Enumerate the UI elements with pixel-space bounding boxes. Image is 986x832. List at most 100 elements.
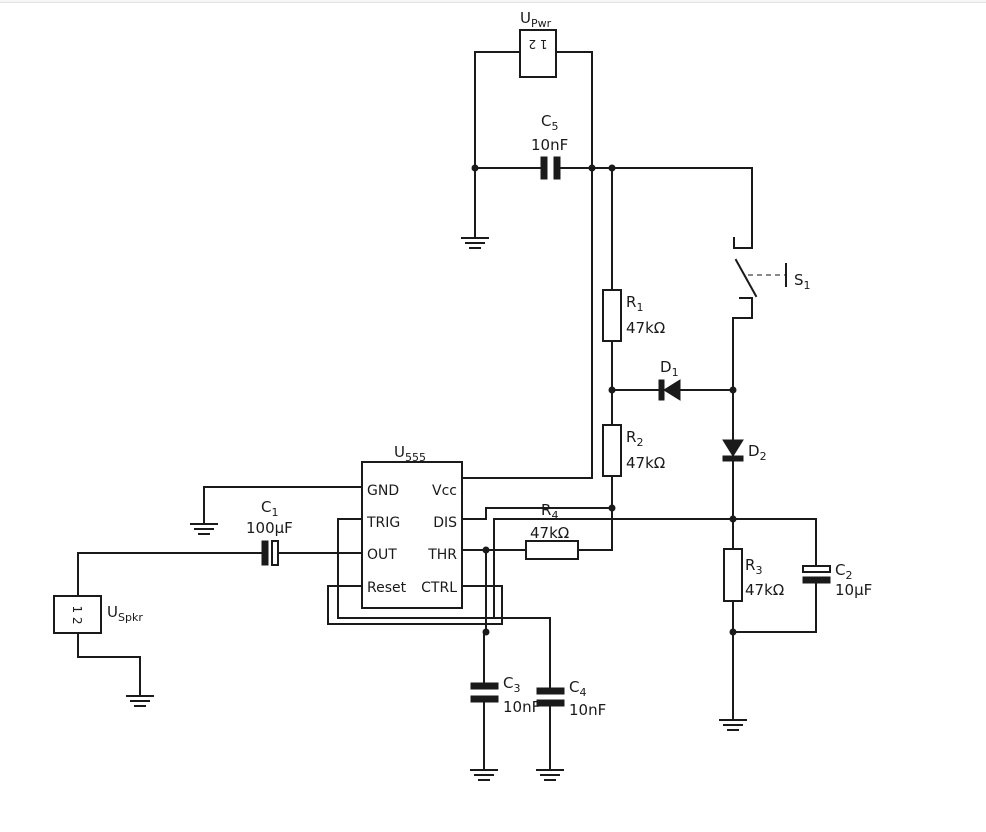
- c4-ref: C4: [569, 678, 586, 699]
- ground-icon: [719, 719, 747, 731]
- switch-terminal: [733, 237, 753, 249]
- c1-value: 100µF: [246, 519, 293, 537]
- diode-bar: [722, 455, 744, 462]
- wire-switch-to-d2: [732, 297, 753, 441]
- power-connector-body[interactable]: [519, 29, 557, 78]
- speaker-connector-ref: USpkr: [107, 603, 143, 624]
- diode-d2[interactable]: D2: [722, 439, 767, 463]
- r2-value: 47kΩ: [626, 454, 665, 472]
- junction-dot: [608, 504, 616, 512]
- wire-c5-right-rail: [559, 167, 753, 249]
- capacitor-c1[interactable]: C1 100µF: [246, 498, 293, 566]
- ic-555[interactable]: U555 GND Vcc TRIG DIS OUT THR Reset CTRL: [361, 443, 463, 609]
- ground-icon: [470, 769, 498, 781]
- resistor-r1[interactable]: R1 47kΩ: [602, 289, 665, 342]
- pin-reset-label: Reset: [367, 580, 407, 596]
- junction-dot: [482, 628, 490, 636]
- pin-thr-label: THR: [427, 547, 457, 563]
- capacitor-c4[interactable]: C4 10nF: [536, 678, 606, 719]
- resistor-body[interactable]: [723, 548, 743, 602]
- pin-dis-label: DIS: [433, 515, 457, 531]
- junction-dot: [729, 386, 737, 394]
- resistor-r4[interactable]: R4 47kΩ: [525, 501, 579, 560]
- ground-symbols: [126, 237, 747, 781]
- junction-dot: [729, 628, 737, 636]
- pin-gnd-label: GND: [367, 483, 399, 499]
- wire-c1-to-speaker: [77, 552, 263, 597]
- capacitor-c3[interactable]: C3 10nF: [470, 674, 540, 716]
- d2-ref: D2: [748, 442, 767, 463]
- speaker-connector-body[interactable]: [53, 595, 102, 634]
- junction-dot: [729, 515, 737, 523]
- capacitor-plate-hollow: [802, 565, 831, 573]
- r4-ref: R4: [541, 501, 558, 522]
- wire-speaker-ground: [77, 632, 141, 697]
- c2-ref: C2: [835, 561, 852, 582]
- c2-value: 10µF: [835, 581, 872, 599]
- c1-ref: C1: [261, 498, 278, 519]
- capacitor-plate: [540, 156, 548, 180]
- pin-ctrl-label: CTRL: [421, 580, 457, 596]
- resistor-body[interactable]: [602, 289, 622, 342]
- resistor-r2[interactable]: R2 47kΩ: [602, 424, 665, 477]
- diode-bar: [658, 379, 665, 401]
- ground-icon: [461, 237, 489, 249]
- wire-pwr-pin1-to-vcc: [461, 51, 593, 479]
- wire-reset-ctrl-loop: [327, 585, 503, 625]
- junction-dot: [482, 546, 490, 554]
- pin-out-label: OUT: [367, 547, 397, 563]
- pin-trig-label: TRIG: [366, 515, 400, 531]
- r2-ref: R2: [626, 428, 643, 449]
- ground-icon: [126, 695, 154, 707]
- junction-dot: [608, 164, 616, 172]
- r3-value: 47kΩ: [745, 581, 784, 599]
- pin-vcc-label: Vcc: [432, 483, 457, 499]
- ground-icon: [190, 523, 218, 535]
- r3-ref: R3: [745, 556, 762, 577]
- resistor-body[interactable]: [525, 540, 579, 560]
- speaker-connector[interactable]: 1 2 USpkr: [53, 595, 143, 634]
- diode-triangle: [663, 379, 681, 401]
- switch-s1[interactable]: S1: [733, 237, 811, 299]
- ground-icon: [536, 769, 564, 781]
- junction-dots: [471, 164, 737, 636]
- capacitor-plate: [536, 687, 565, 695]
- wires: [77, 51, 817, 771]
- power-connector-pins: 1 2: [528, 37, 547, 51]
- power-connector-ref: UPwr: [520, 9, 552, 30]
- resistor-body[interactable]: [602, 424, 622, 477]
- junction-dot: [608, 386, 616, 394]
- wire-c2-bottom: [732, 582, 817, 633]
- c5-value: 10nF: [531, 136, 568, 154]
- c3-value: 10nF: [503, 698, 540, 716]
- r4-value: 47kΩ: [530, 524, 569, 542]
- s1-ref: S1: [794, 271, 811, 292]
- r1-value: 47kΩ: [626, 319, 665, 337]
- ic-ref: U555: [394, 443, 426, 464]
- ic-body[interactable]: [361, 461, 463, 609]
- c5-ref: C5: [541, 112, 558, 133]
- c4-value: 10nF: [569, 701, 606, 719]
- d1-ref: D1: [660, 358, 679, 379]
- c3-ref: C3: [503, 674, 520, 695]
- wire-c2-top: [732, 518, 817, 566]
- wire-to-c3: [483, 549, 487, 684]
- capacitor-c2[interactable]: C2 10µF: [802, 561, 872, 599]
- capacitor-plate: [261, 540, 269, 566]
- resistor-r3[interactable]: R3 47kΩ: [723, 548, 784, 602]
- junction-dot: [588, 164, 596, 172]
- diode-triangle: [722, 439, 744, 457]
- capacitor-plate-hollow: [271, 540, 279, 566]
- capacitor-c5[interactable]: C5 10nF: [531, 112, 568, 180]
- diode-d1[interactable]: D1: [658, 358, 681, 401]
- capacitor-plate: [470, 695, 499, 703]
- capacitor-plate: [553, 156, 561, 180]
- junction-dot: [471, 164, 479, 172]
- switch-blade: [734, 258, 758, 298]
- capacitor-plate: [802, 576, 831, 584]
- power-connector[interactable]: 1 2 UPwr: [519, 9, 557, 78]
- wire-pwr-pin2-to-ground: [474, 51, 521, 239]
